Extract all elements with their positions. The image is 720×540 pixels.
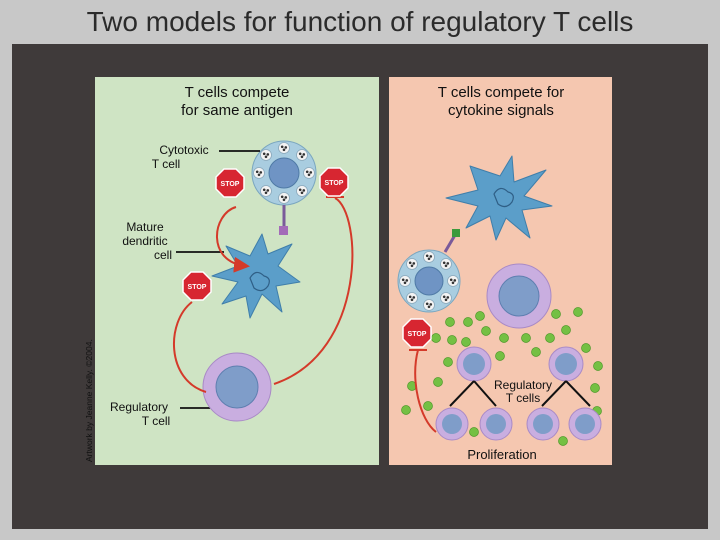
stop-text: STOP [188, 284, 207, 291]
stop-text: STOP [221, 181, 240, 188]
label-regulatory-line1: Regulatory [110, 400, 168, 414]
arrow-regulatory-to-tcell [273, 197, 354, 385]
proliferated-cells [435, 407, 602, 441]
right-heading-line2: cytokine signals [448, 102, 554, 119]
arrow-inhibit-dc-left [216, 206, 250, 273]
antigen-complex-right [452, 229, 460, 237]
arrow-regulatory-to-dc [173, 301, 207, 393]
stop-text: STOP [325, 180, 344, 187]
left-heading-line1: T cells compete [185, 84, 290, 101]
stop-sign-left-1: STOP [215, 168, 245, 198]
slide-title: Two models for function of regulatory T … [86, 6, 634, 37]
dendritic-cell-right [445, 155, 553, 241]
arrow-inhibit-right [414, 349, 437, 433]
antigen-complex-left [279, 226, 288, 235]
stop-sign-right: STOP [402, 318, 432, 348]
artwork-credit: Artwork by Jeanne Kelly. ©2004. [84, 339, 94, 462]
regulatory-t-cell-large-right [486, 263, 552, 329]
label-dendritic-line2: dendritic [122, 234, 167, 248]
regulatory-t-cell-pair-right [548, 346, 584, 382]
label-cytotoxic-line2: T cell [152, 157, 180, 171]
right-regulatory-label-line1: Regulatory [494, 378, 552, 392]
label-cytotoxic-line1: Cytotoxic [159, 143, 208, 157]
right-regulatory-label-line2: T cells [506, 391, 540, 405]
proliferation-branches [449, 380, 591, 407]
stop-text: STOP [408, 331, 427, 338]
stop-sign-left-3: STOP [182, 271, 212, 301]
regulatory-t-cell-left [202, 352, 272, 422]
proliferation-label: Proliferation [467, 447, 536, 462]
label-regulatory-line2: T cell [142, 414, 170, 428]
label-dendritic-line1: Mature [126, 220, 164, 234]
stop-sign-left-2: STOP [319, 167, 349, 197]
right-heading-line1: T cells compete for [438, 84, 564, 101]
cytotoxic-t-cell-right [397, 249, 461, 313]
cytotoxic-t-cell-left [251, 140, 317, 206]
regulatory-t-cell-pair-left [456, 346, 492, 382]
label-dendritic-line3: cell [154, 248, 172, 262]
left-heading-line2: for same antigen [181, 102, 293, 119]
